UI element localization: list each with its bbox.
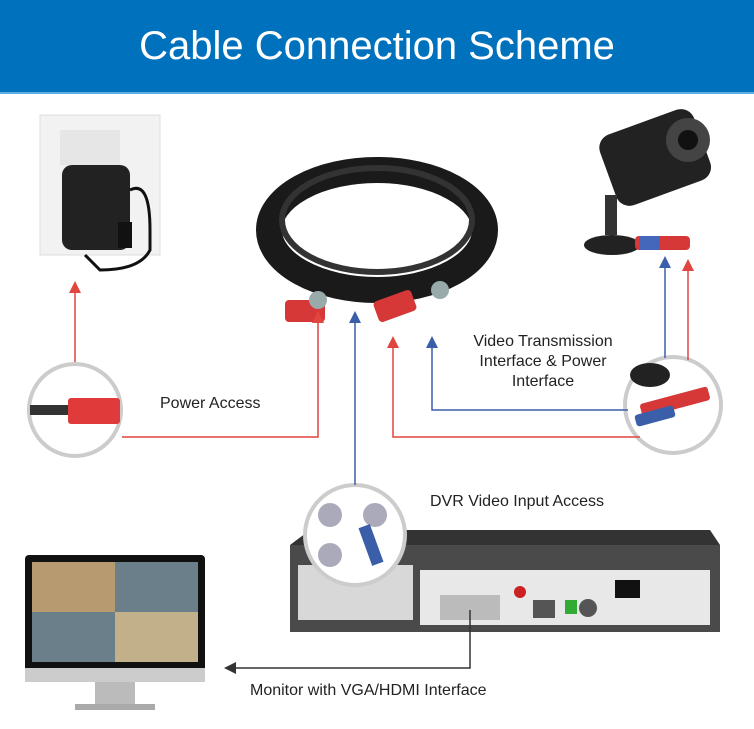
label-line: Interface & Power (479, 353, 607, 370)
bnc-cable-image (256, 157, 498, 323)
video-lines (349, 256, 671, 485)
monitor-label: Monitor with VGA/HDMI Interface (250, 682, 487, 699)
dvr-input-detail (303, 483, 407, 587)
monitor-line (224, 610, 471, 674)
power-access-label: Power Access (160, 395, 261, 412)
title-banner: Cable Connection Scheme (0, 0, 754, 94)
power-plug-detail (27, 362, 123, 458)
dvr-input-label: DVR Video Input Access (430, 493, 605, 510)
monitor-image (25, 555, 205, 710)
video-transmission-label: Video Transmission Interface & Power Int… (455, 332, 631, 392)
page-title: Cable Connection Scheme (139, 23, 615, 68)
label-line: Interface (511, 373, 575, 390)
label-line: Video Transmission (473, 333, 613, 350)
camera-image (584, 109, 712, 255)
power-lines (69, 259, 694, 438)
power-adapter-image (39, 114, 161, 272)
camera-connector-detail (623, 355, 723, 455)
